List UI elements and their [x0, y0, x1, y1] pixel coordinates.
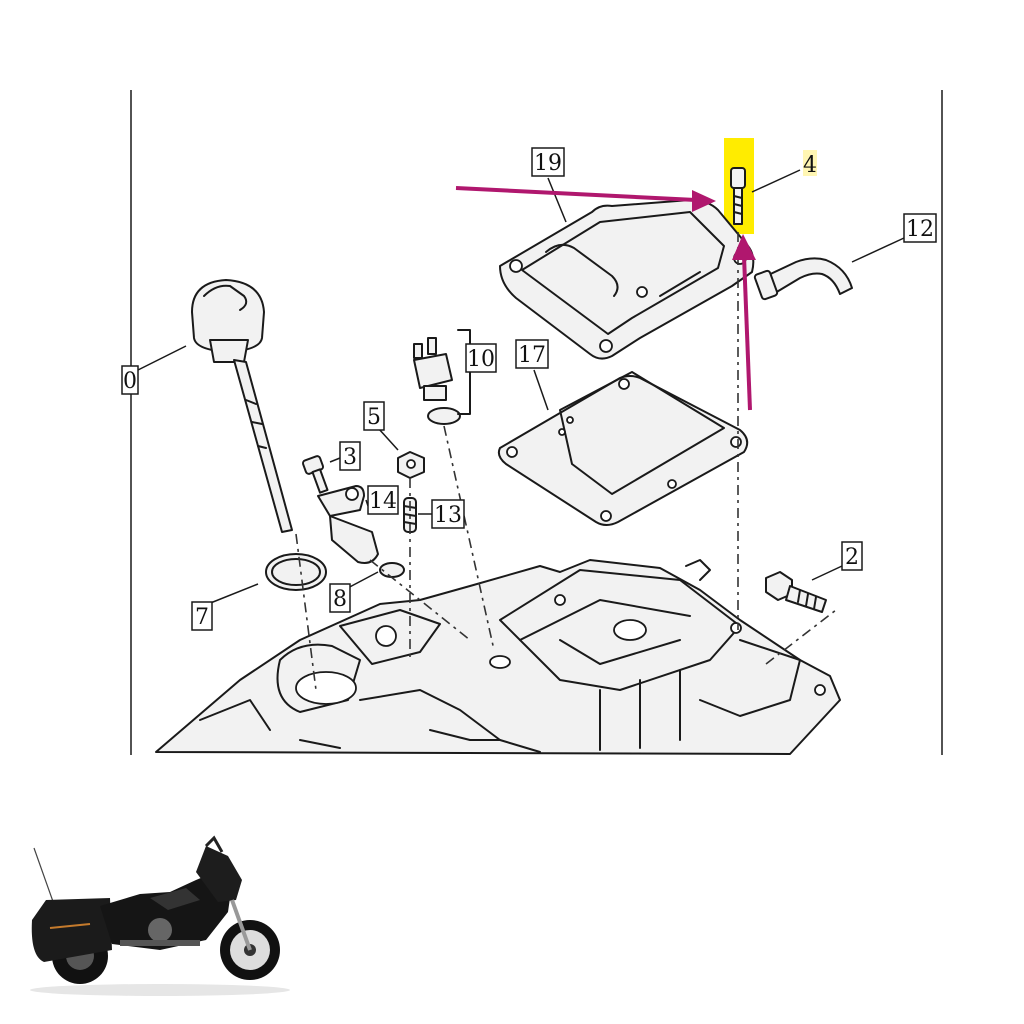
bolt-part-3 [301, 455, 329, 494]
callout-3-text: 3 [343, 445, 357, 470]
callout-4-text: 4 [803, 153, 817, 178]
nut-part-5 [397, 451, 425, 479]
bolt-part-2 [765, 571, 827, 613]
callout-14: 14 [367, 485, 399, 515]
sensor-part-14 [317, 485, 379, 564]
callout-10-text: 10 [467, 347, 495, 372]
callout-5-text: 5 [367, 405, 381, 430]
callout-left-text: 0 [123, 369, 137, 394]
callout-10: 10 [465, 343, 497, 373]
o-ring-inner [271, 558, 321, 586]
rocker-cover [499, 199, 755, 360]
callout-14-text: 14 [369, 489, 397, 514]
dipstick [191, 279, 293, 533]
engine-block [155, 559, 841, 755]
callout-19-text: 19 [534, 151, 562, 176]
motorcycle-thumbnail [30, 835, 290, 996]
callout-8-text: 8 [333, 587, 347, 612]
o-ring-part-7 [265, 553, 327, 591]
callout-3: 3 [339, 441, 361, 471]
callout-17: 17 [515, 339, 549, 369]
callout-7: 7 [191, 601, 213, 631]
callout-12-text: 12 [906, 217, 934, 242]
callout-4: 4 [803, 153, 817, 178]
callout-7-text: 7 [195, 605, 209, 630]
annotation-arrow-vertical [732, 234, 756, 411]
callout-left-partial: 0 [121, 365, 139, 395]
callout-13: 13 [431, 499, 465, 529]
screw-part-4 [730, 167, 746, 225]
highlight-label-4 [803, 150, 817, 176]
hose-part-12 [753, 257, 853, 301]
callout-17-text: 17 [518, 343, 546, 368]
assembly-lines [295, 232, 837, 691]
callout-5: 5 [363, 401, 385, 431]
callout-19: 19 [531, 147, 565, 177]
callout-8: 8 [329, 583, 351, 613]
annotation-arrow-horizontal [455, 186, 716, 212]
sensor-part-10 [413, 329, 471, 425]
callout-2-text: 2 [845, 545, 859, 570]
callout-13-text: 13 [434, 503, 462, 528]
gasket-part-17 [497, 371, 749, 526]
leader-lines [137, 169, 905, 605]
callout-2: 2 [841, 541, 863, 571]
callout-12: 12 [903, 213, 937, 243]
